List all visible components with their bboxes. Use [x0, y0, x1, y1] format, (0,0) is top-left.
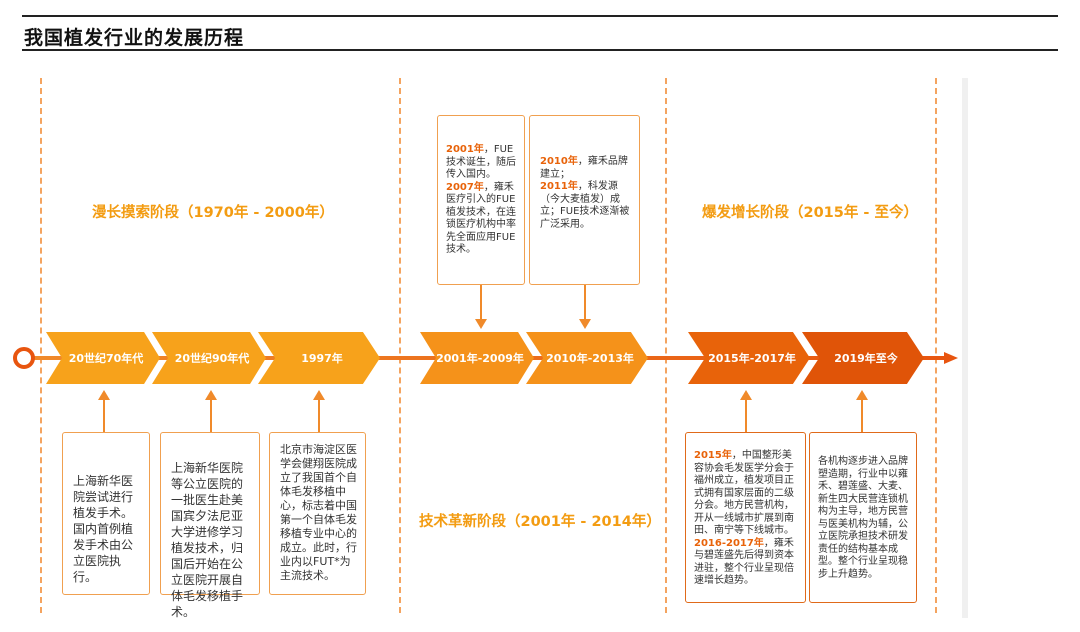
connector-arrow-5: [579, 319, 591, 329]
connector-line-5: [584, 285, 586, 321]
period-label: 1997年: [301, 352, 343, 365]
stage-label-2: 技术革新阶段（2001年 - 2014年）: [419, 514, 661, 530]
event-detail: ，雍禾品牌建立；: [540, 156, 628, 180]
period-label: 20世纪90年代: [174, 352, 250, 365]
event-text: 各机构逐步进入品牌塑造期，行业中以雍禾、碧莲盛、大麦、新生四大民营连锁机构为主导…: [818, 456, 908, 580]
divider-1: [40, 78, 42, 613]
period-label: 2015年-2017年: [708, 352, 796, 365]
period-label: 20世纪70年代: [68, 352, 144, 365]
header-bottom-rule: [22, 49, 1058, 51]
event-detail: ，中国整形美容协会毛发医学分会于福州成立，植发项目正式拥有国家层面的二级分会。地…: [694, 450, 794, 536]
event-detail: ，FUE技术诞生，随后传入国内。: [446, 144, 516, 180]
period-chevron-1990s: 20世纪90年代: [152, 332, 266, 384]
event-text: 2010年，雍禾品牌建立；2011年，科发源（今大麦植发）成立；FUE技术逐渐被…: [540, 156, 633, 231]
period-chevron-2019-now: 2019年至今: [802, 332, 924, 384]
period-chevron-1970s: 20世纪70年代: [46, 332, 160, 384]
connector-arrow-6: [740, 390, 752, 400]
event-year: 2011年: [540, 181, 578, 192]
stage-label-1: 漫长摸索阶段（1970年 - 2000年）: [92, 205, 334, 221]
connector-arrow-3: [313, 390, 325, 400]
event-year: 2015年: [694, 450, 732, 461]
period-label: 2010年-2013年: [546, 352, 634, 365]
event-box-1970s: 上海新华医院尝试进行植发手术。国内首例植发手术由公立医院执行。: [62, 432, 150, 595]
event-box-1997: 北京市海淀区医学会健翔医院成立了我国首个自体毛发移植中心，标志着中国第一个自体毛…: [269, 432, 366, 595]
divider-3: [665, 78, 667, 613]
divider-2: [399, 78, 401, 613]
connector-line-4: [480, 285, 482, 321]
connector-line-6: [745, 398, 747, 432]
period-chevron-2001-2009: 2001年-2009年: [420, 332, 534, 384]
period-label: 2001年-2009年: [436, 352, 524, 365]
event-text: 上海新华医院尝试进行植发手术。国内首例植发手术由公立医院执行。: [73, 474, 134, 584]
page-title: 我国植发行业的发展历程: [24, 27, 245, 49]
connector-line-7: [861, 398, 863, 432]
event-text: 北京市海淀区医学会健翔医院成立了我国首个自体毛发移植中心，标志着中国第一个自体毛…: [280, 443, 357, 582]
event-detail: ，雍禾与碧莲盛先后得到资本进驻，整个行业呈现倍速增长趋势。: [694, 537, 794, 587]
connector-arrow-1: [98, 390, 110, 400]
event-year: 2010年: [540, 156, 578, 167]
event-box-2019-now: 各机构逐步进入品牌塑造期，行业中以雍禾、碧莲盛、大麦、新生四大民营连锁机构为主导…: [809, 432, 917, 603]
event-box-1990s: 上海新华医院等公立医院的一批医生赴美国宾夕法尼亚大学进修学习植发技术，归国后开始…: [160, 432, 260, 619]
period-chevron-1997: 1997年: [258, 332, 380, 384]
connector-arrow-2: [205, 390, 217, 400]
timeline-start-circle: [13, 347, 35, 369]
timeline-arrowhead: [944, 352, 958, 364]
connector-arrow-7: [856, 390, 868, 400]
event-text: 2015年，中国整形美容协会毛发医学分会于福州成立，植发项目正式拥有国家层面的二…: [694, 450, 798, 588]
event-text: 上海新华医院等公立医院的一批医生赴美国宾夕法尼亚大学进修学习植发技术，归国后开始…: [171, 461, 244, 619]
right-margin-bar: [962, 78, 968, 618]
period-label: 2019年至今: [834, 352, 898, 365]
divider-4: [935, 78, 937, 613]
connector-line-3: [318, 398, 320, 432]
event-detail: ，雍禾医疗引入的FUE植发技术，在连锁医疗机构中率先全面应用FUE技术。: [446, 181, 516, 256]
period-chevron-2010-2013: 2010年-2013年: [526, 332, 648, 384]
event-year: 2007年: [446, 181, 484, 193]
connector-line-2: [210, 398, 212, 432]
header-top-rule: [22, 15, 1058, 17]
event-box-2015-2017: 2015年，中国整形美容协会毛发医学分会于福州成立，植发项目正式拥有国家层面的二…: [685, 432, 806, 603]
event-year: 2001年: [446, 144, 484, 155]
stage-label-3: 爆发增长阶段（2015年 - 至今）: [702, 205, 918, 221]
event-text: 2001年，FUE技术诞生，随后传入国内。2007年，雍禾医疗引入的FUE植发技…: [446, 144, 519, 257]
event-box-2001-2009: 2001年，FUE技术诞生，随后传入国内。2007年，雍禾医疗引入的FUE植发技…: [437, 115, 525, 285]
event-detail: ，科发源（今大麦植发）成立；FUE技术逐渐被广泛采用。: [540, 181, 630, 230]
connector-arrow-4: [475, 319, 487, 329]
event-year: 2016-2017年: [694, 537, 764, 549]
period-chevron-2015-2017: 2015年-2017年: [688, 332, 810, 384]
event-box-2010-2013: 2010年，雍禾品牌建立；2011年，科发源（今大麦植发）成立；FUE技术逐渐被…: [529, 115, 640, 285]
connector-line-1: [103, 398, 105, 432]
